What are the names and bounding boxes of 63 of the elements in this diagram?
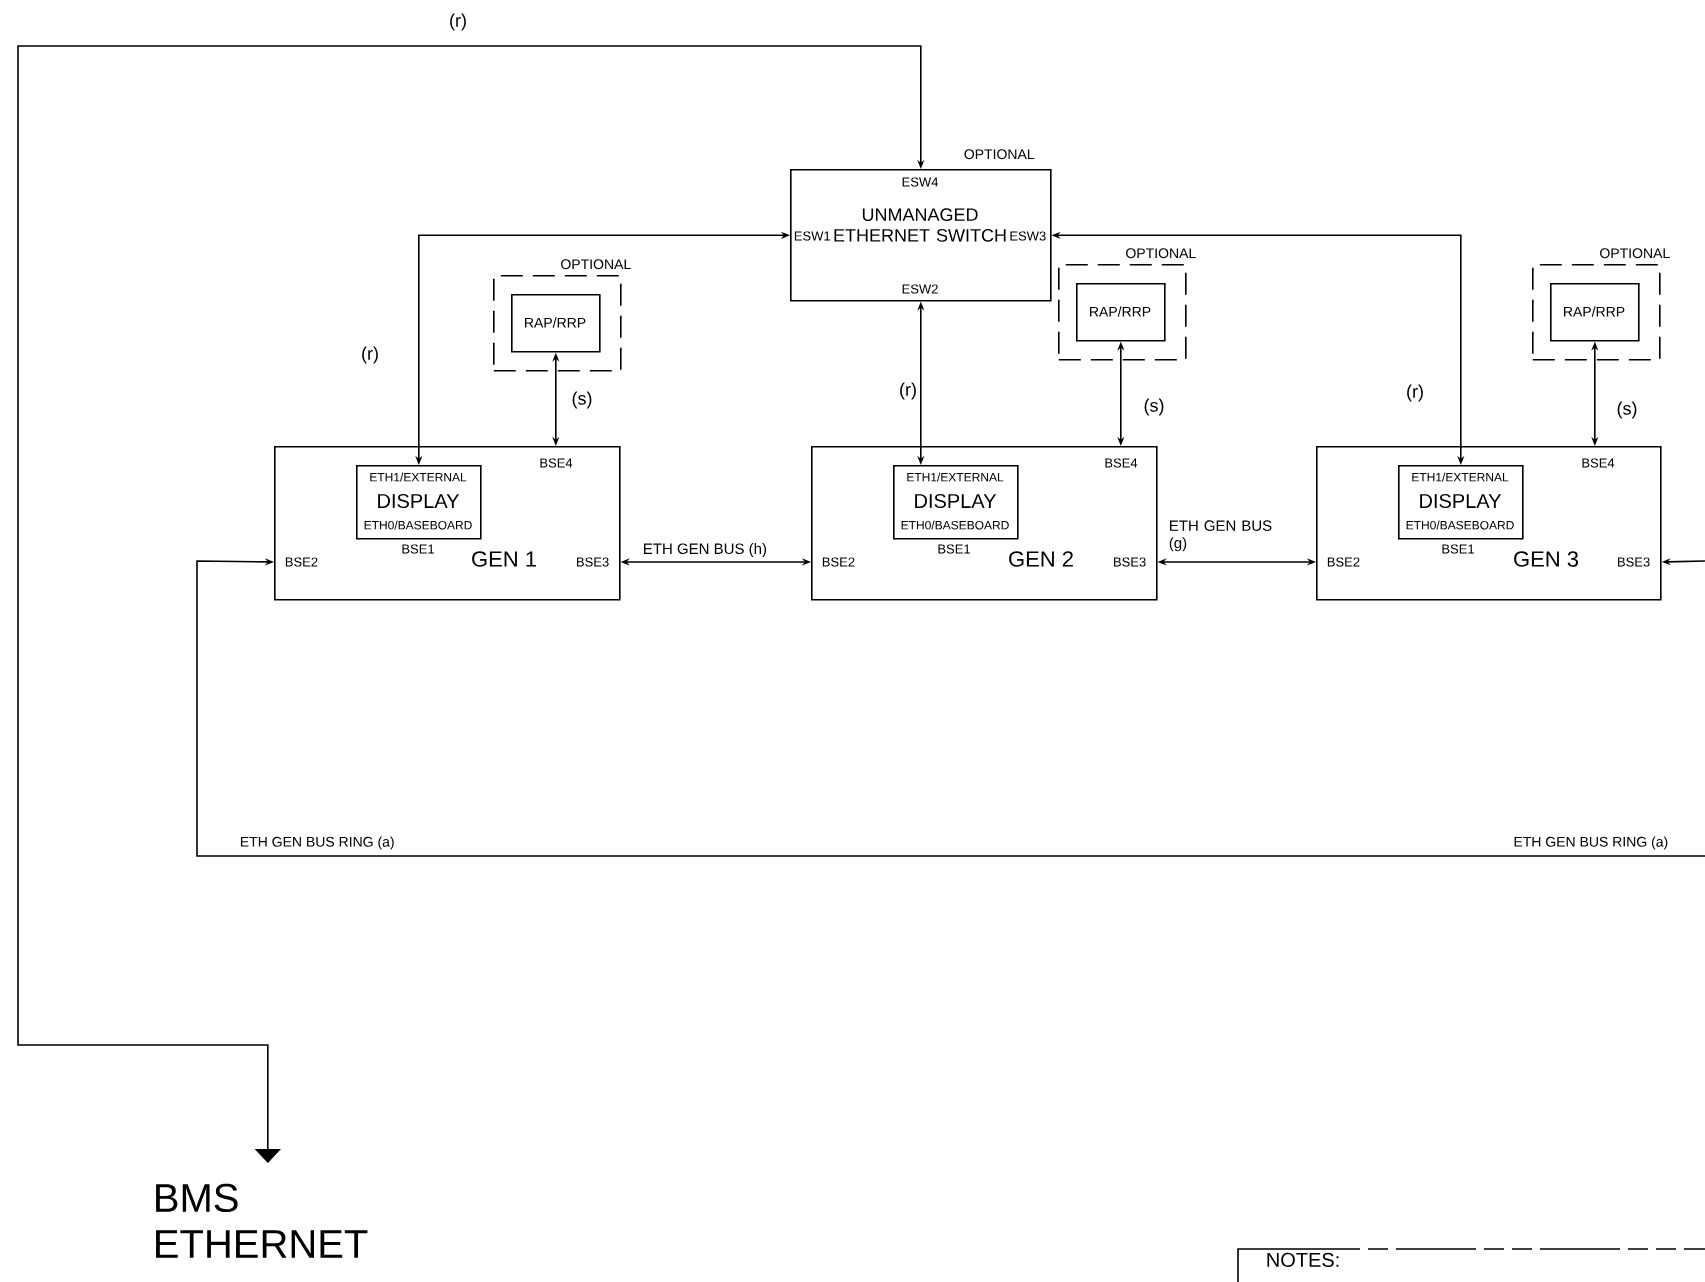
generator-label: GEN 1	[472, 551, 536, 567]
port-label: ESW4	[902, 177, 939, 187]
box-label: RAP/RRP	[1090, 306, 1151, 317]
port-label: BSE1	[402, 544, 434, 554]
optional-dashed-box	[1532, 248, 1670, 361]
rap-box	[1076, 283, 1166, 342]
edge-label: (r)	[1405, 383, 1425, 403]
port-label: BSE4	[1105, 458, 1138, 468]
optional-label: OPTIONAL	[964, 149, 1035, 160]
port-label: ESW2	[902, 284, 938, 294]
rap-box	[511, 294, 601, 353]
edge-label: (s)	[1142, 397, 1166, 417]
display-box	[893, 465, 1019, 540]
optional-label: OPTIONAL	[1126, 248, 1196, 259]
display-label: DISPLAY	[1420, 493, 1502, 509]
edge-label: (r)	[448, 12, 468, 32]
display-box	[356, 465, 482, 540]
port-label: ETH0/BASEBOARD	[901, 520, 1009, 530]
edge-label: ETH GEN BUS RING (a)	[238, 835, 396, 851]
port-label: BSE3	[1114, 557, 1146, 567]
port-label: ETH1/EXTERNAL	[907, 472, 1004, 482]
port-label: ETH0/BASEBOARD	[1406, 520, 1514, 530]
port-label: ESW1	[794, 231, 831, 241]
bms-ethernet-label: BMS ETHERNET	[156, 1183, 368, 1258]
port-label: BSE4	[1582, 458, 1615, 468]
switch-title: UNMANAGED ETHERNET SWITCH	[834, 208, 1006, 242]
edge-label: (r)	[898, 381, 918, 401]
port-label: BSE3	[1618, 557, 1650, 567]
edge-label: (s)	[1615, 400, 1639, 420]
edge-label: ETH GEN BUS (g)	[1167, 519, 1280, 553]
optional-dashed-box	[493, 259, 631, 372]
port-label: ESW3	[1010, 231, 1046, 241]
generator-box	[274, 446, 621, 601]
box-label: RAP/RRP	[1564, 306, 1625, 317]
generator-box	[811, 446, 1158, 601]
display-label: DISPLAY	[378, 493, 460, 509]
port-label: ETH0/BASEBOARD	[364, 520, 472, 530]
port-label: BSE1	[938, 544, 970, 554]
box-label: RAP/RRP	[525, 317, 586, 328]
connector-arrow	[196, 558, 1705, 857]
optional-dashed-box	[1058, 248, 1196, 361]
port-label: BSE2	[285, 557, 318, 567]
port-label: BSE2	[822, 557, 855, 567]
port-label: ETH1/EXTERNAL	[370, 472, 467, 482]
edge-label: ETH GEN BUS (h)	[641, 542, 768, 558]
edge-label: (r)	[360, 345, 380, 365]
line-label: ETH GEN BUS RING (a)	[1512, 835, 1670, 851]
port-label: BSE1	[1442, 544, 1474, 554]
optional-label: OPTIONAL	[1600, 248, 1670, 259]
connector-arrow	[17, 45, 925, 1163]
generator-label: GEN 2	[1009, 551, 1073, 567]
notes-box: NOTES:	[1237, 1248, 1705, 1282]
port-label: BSE4	[540, 458, 573, 468]
generator-box	[1316, 446, 1662, 601]
edge-label: (s)	[570, 390, 594, 410]
port-label: ETH1/EXTERNAL	[1412, 472, 1509, 482]
generator-label: GEN 3	[1514, 551, 1579, 567]
port-label: BSE3	[577, 557, 609, 567]
display-box	[1398, 465, 1524, 540]
display-label: DISPLAY	[915, 493, 997, 509]
port-label: BSE2	[1327, 557, 1360, 567]
optional-label: OPTIONAL	[561, 259, 631, 270]
rap-box	[1550, 283, 1640, 342]
